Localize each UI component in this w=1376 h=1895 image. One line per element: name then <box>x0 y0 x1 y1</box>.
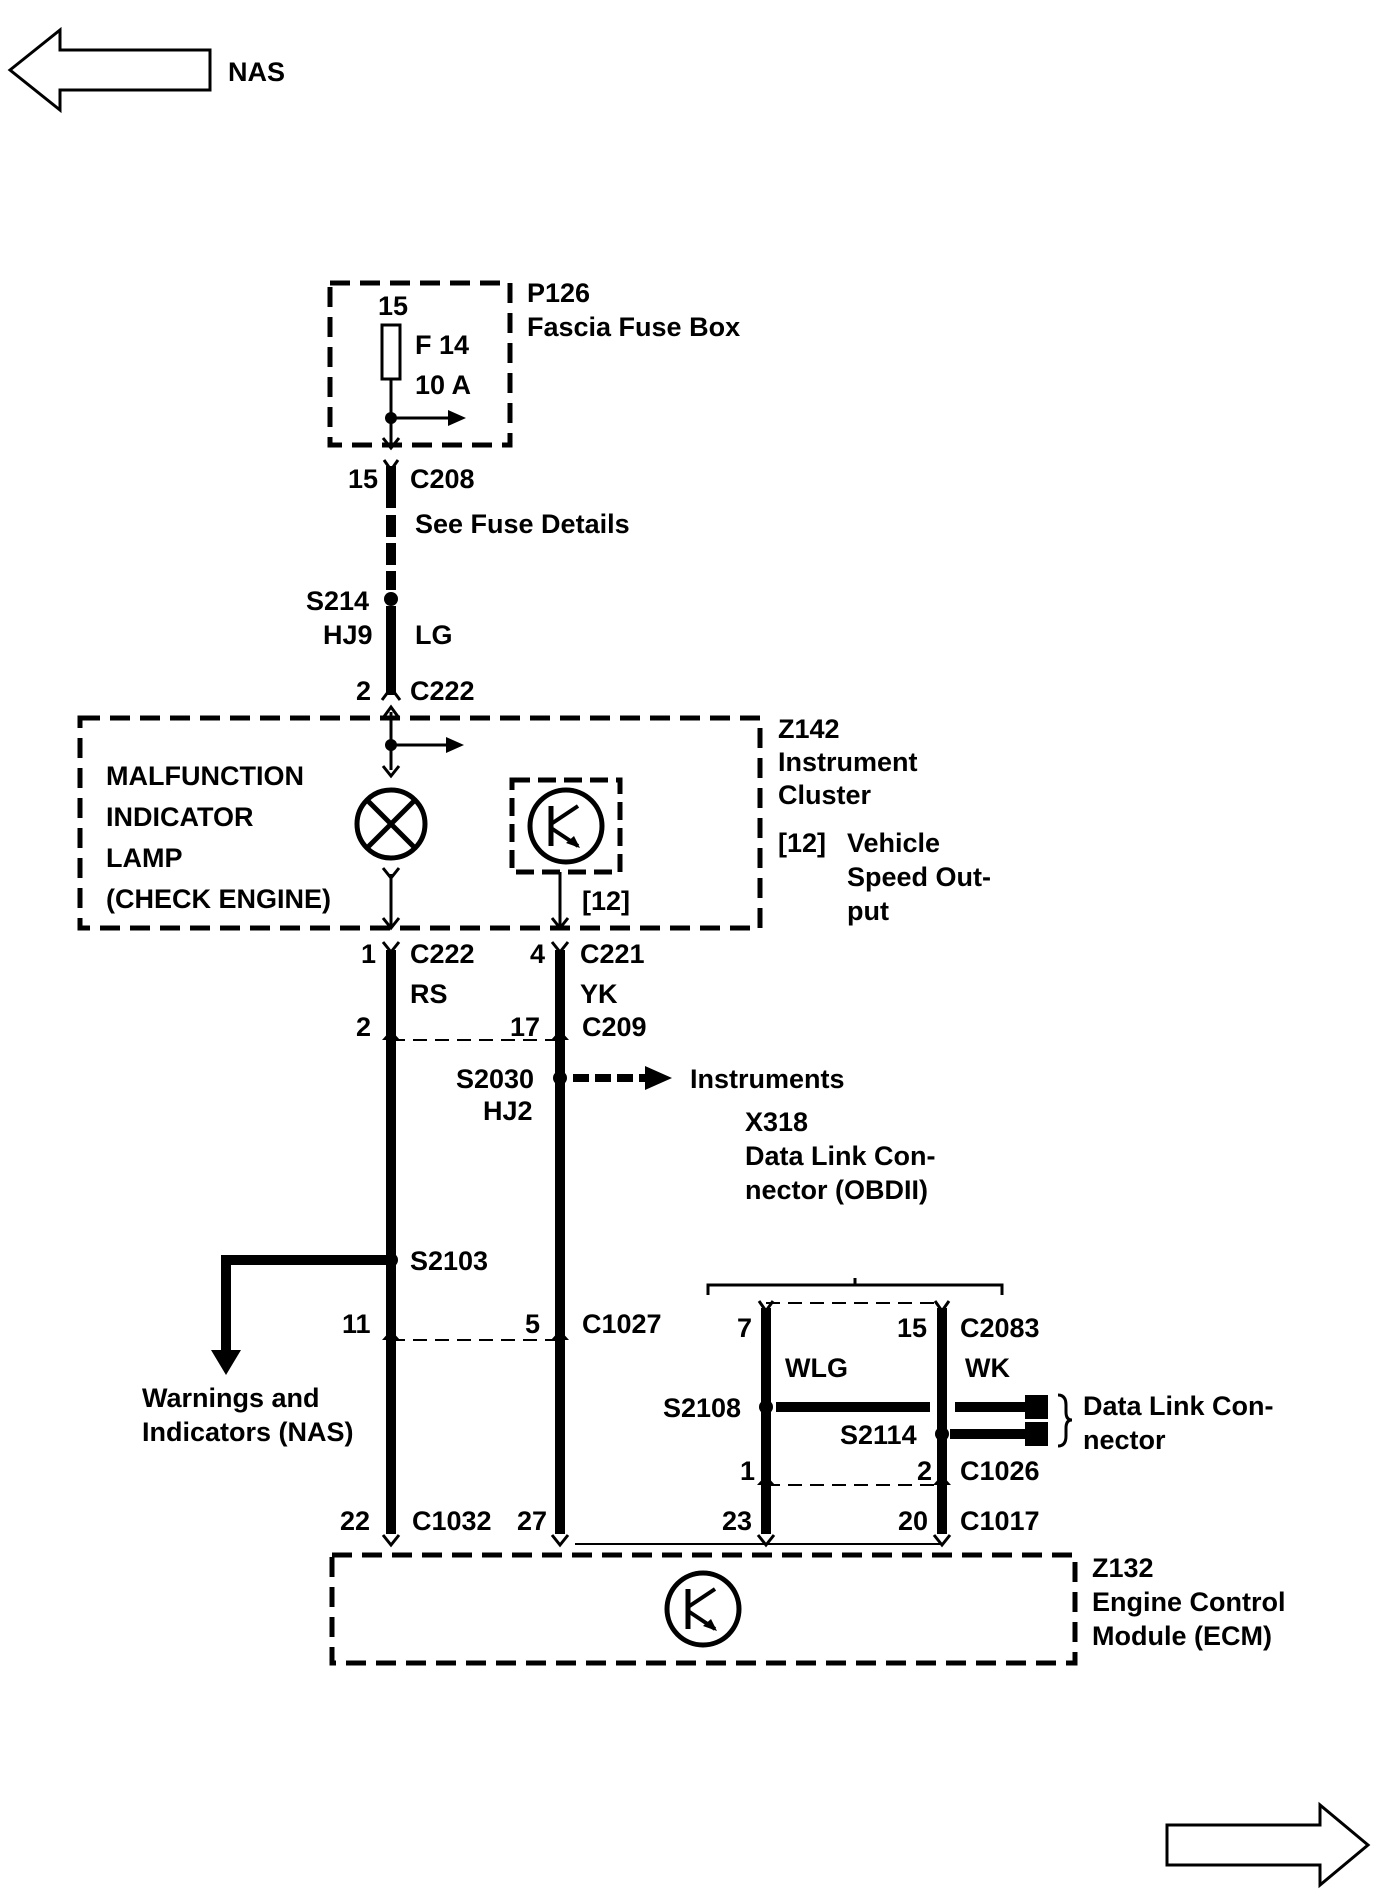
s214-id: S214 <box>306 586 369 616</box>
vso-ref-tag: [12] <box>582 886 630 916</box>
fuse-box-name: Fascia Fuse Box <box>527 312 740 342</box>
fuse-rating: 10 A <box>415 370 471 400</box>
c1027-id: C1027 <box>582 1309 662 1339</box>
vso-label-2: Speed Out- <box>847 862 991 892</box>
fuse-box-pin: 15 <box>378 291 408 321</box>
c222-bot-pin: 1 <box>361 939 376 969</box>
c1032-id: C1032 <box>412 1506 492 1536</box>
s2030-id: S2030 <box>456 1064 534 1094</box>
instruments-dest: Instruments <box>690 1064 845 1094</box>
cluster-id: Z142 <box>778 714 840 744</box>
ecm-name-2: Module (ECM) <box>1092 1621 1272 1651</box>
wire-yk-color: YK <box>580 979 618 1009</box>
lamp-label-3: LAMP <box>106 843 183 873</box>
c209-pin-left: 2 <box>356 1012 371 1042</box>
c1032-pin-2: 27 <box>517 1506 547 1536</box>
vso-label-1: Vehicle <box>847 828 940 858</box>
ecm-transistor-icon <box>664 1570 742 1648</box>
c208-id: C208 <box>410 464 475 494</box>
cluster-ref-tag: [12] <box>778 828 826 858</box>
ecm-outline <box>329 1552 1078 1666</box>
c1017-pin-left: 23 <box>722 1506 752 1536</box>
c209-pin-right: 17 <box>510 1012 540 1042</box>
c221-pin: 4 <box>530 939 545 969</box>
transistor-icon <box>527 787 605 865</box>
c1017-pin-right: 20 <box>898 1506 928 1536</box>
fuse-branch-arrow <box>448 410 466 426</box>
s2030-splice <box>553 1071 567 1085</box>
vso-component-outline <box>509 777 623 875</box>
s2108-id: S2108 <box>663 1393 741 1423</box>
prev-page-label: NAS <box>228 57 285 87</box>
s2114-id: S2114 <box>840 1420 917 1450</box>
wire-wlg-color: WLG <box>785 1353 848 1383</box>
fuse-symbol <box>380 323 402 381</box>
x318-name-2: nector (OBDII) <box>745 1175 928 1205</box>
fuse-label: F 14 <box>415 330 469 360</box>
next-page-arrow[interactable] <box>1165 1801 1371 1889</box>
x318-bracket <box>706 1283 1004 1295</box>
s2103-id: S2103 <box>410 1246 488 1276</box>
fuse-details-note: See Fuse Details <box>415 509 630 539</box>
s2114-splice <box>935 1427 949 1441</box>
ecm-name-1: Engine Control <box>1092 1587 1285 1617</box>
warnings-arrow <box>211 1350 241 1375</box>
c209-id: C209 <box>582 1012 647 1042</box>
fuse-box-outline <box>327 280 513 448</box>
warnings-label-2: Indicators (NAS) <box>142 1417 354 1447</box>
c2083-id: C2083 <box>960 1313 1040 1343</box>
c1027-pin-right: 5 <box>525 1309 540 1339</box>
c222-top-pin: 2 <box>356 676 371 706</box>
dlc-label-2: nector <box>1083 1425 1166 1455</box>
vso-label-3: put <box>847 896 889 926</box>
cluster-name-1: Instrument <box>778 747 918 777</box>
wire-wk-color: WK <box>965 1353 1010 1383</box>
c1026-pin-right: 2 <box>917 1456 932 1486</box>
c222-top-id: C222 <box>410 676 475 706</box>
lamp-label-2: INDICATOR <box>106 802 254 832</box>
c1032-pin: 22 <box>340 1506 370 1536</box>
c2083-pin-right: 15 <box>897 1313 927 1343</box>
s214-color: LG <box>415 620 453 650</box>
s214-circuit: HJ9 <box>323 620 373 650</box>
instruments-arrow <box>645 1066 672 1090</box>
lamp-label-4: (CHECK ENGINE) <box>106 884 331 914</box>
dlc-brace <box>1057 1393 1073 1448</box>
x318-name-1: Data Link Con- <box>745 1141 936 1171</box>
dlc-label-1: Data Link Con- <box>1083 1391 1274 1421</box>
fuse-box-id: P126 <box>527 278 590 308</box>
lamp-label-1: MALFUNCTION <box>106 761 304 791</box>
cluster-name-2: Cluster <box>778 780 872 810</box>
wire-rs-color: RS <box>410 979 448 1009</box>
malfunction-lamp-bulb-icon <box>354 787 428 861</box>
s2030-circuit: HJ2 <box>483 1096 533 1126</box>
c2083-pin-left: 7 <box>737 1313 752 1343</box>
c208-pin: 15 <box>348 464 378 494</box>
c1027-pin-left: 11 <box>342 1309 371 1339</box>
warnings-label-1: Warnings and <box>142 1383 320 1413</box>
s2108-splice <box>759 1400 773 1414</box>
c1026-pin-left: 1 <box>740 1456 755 1486</box>
c1026-id: C1026 <box>960 1456 1040 1486</box>
c1017-id: C1017 <box>960 1506 1040 1536</box>
s214-splice <box>384 592 398 606</box>
c222-bot-id: C222 <box>410 939 475 969</box>
c208-connector <box>386 466 396 508</box>
instrument-cluster-outline <box>77 715 763 931</box>
prev-page-arrow[interactable] <box>7 26 212 114</box>
c221-id: C221 <box>580 939 645 969</box>
cluster-branch-arrow <box>446 737 464 753</box>
x318-id: X318 <box>745 1107 808 1137</box>
ecm-id: Z132 <box>1092 1553 1154 1583</box>
